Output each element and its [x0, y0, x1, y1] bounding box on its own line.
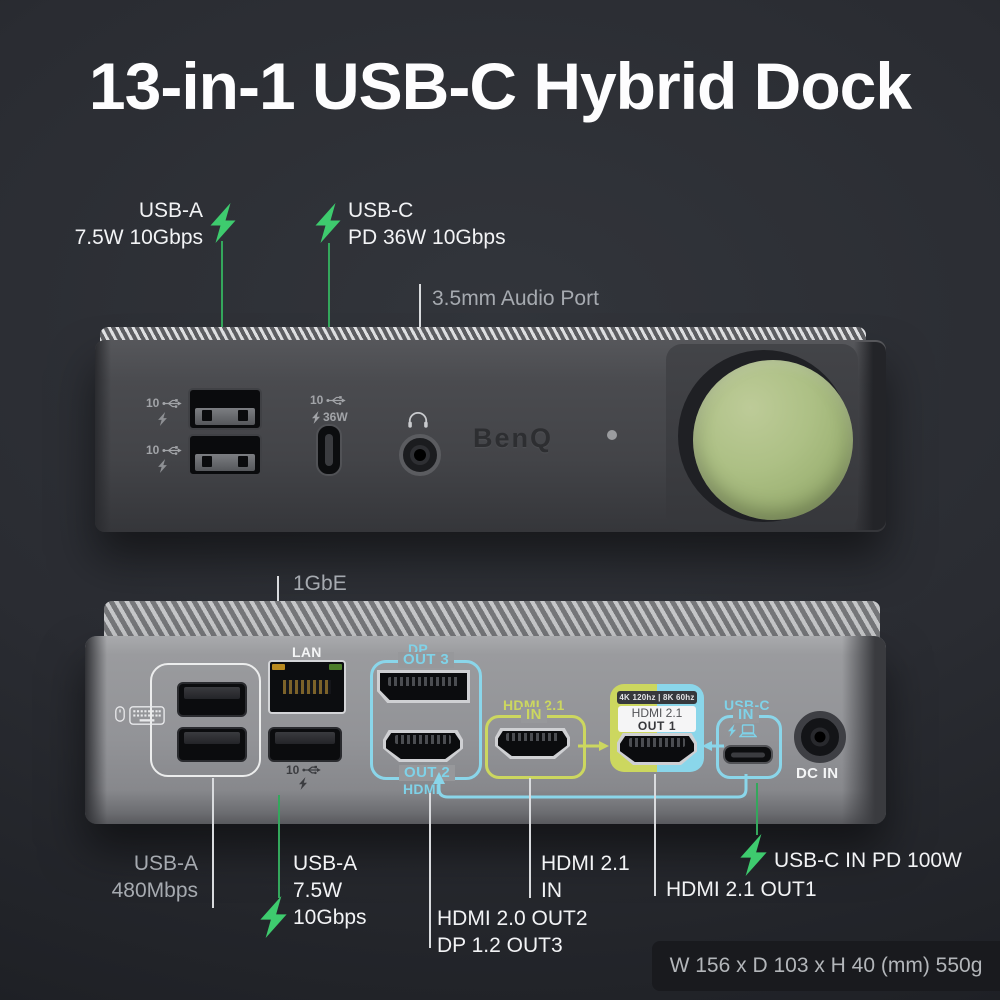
lightning-bolt-icon — [299, 777, 307, 790]
audio-jack-port — [399, 434, 441, 476]
out1-resolution-badge: 4K 120hz | 8K 60hz — [617, 691, 697, 704]
front-usbc-power-marking: 36W — [312, 410, 348, 424]
front-usba2-marking: 10 — [146, 443, 183, 457]
lightning-bolt-icon — [312, 410, 320, 424]
front-usb-a-port-2 — [188, 434, 262, 476]
callout-front-usba-line1: USB-A — [138, 199, 203, 222]
front-heatsink-fins — [100, 327, 866, 343]
callout-front-usbc-line1: USB-C — [348, 199, 414, 222]
out1-label-line1: HDMI 2.1 — [631, 706, 683, 720]
front-right-edge — [854, 342, 886, 530]
callout-outs: HDMI 2.0 OUT2 DP 1.2 OUT3 — [437, 907, 588, 957]
dimensions-badge: W 156 x D 103 x H 40 (mm) 550g — [652, 941, 1000, 991]
laptop-icon — [739, 724, 757, 738]
lightning-bolt-icon — [728, 724, 736, 737]
lan-led-green — [329, 664, 342, 670]
rear-usb-a-10g-port — [268, 727, 342, 762]
callout-out1: HDMI 2.1 OUT1 — [666, 878, 817, 901]
dp-out3-port — [377, 670, 470, 703]
front-left-edge — [95, 340, 111, 532]
lightning-bolt-icon — [158, 459, 167, 473]
callout-front-usba: USB-A 7.5W 10Gbps — [68, 197, 203, 251]
rear-usba-10g-marking: 10 — [286, 763, 322, 777]
lightning-bolt-icon — [740, 834, 767, 876]
callout-1gbe: 1GbE — [293, 572, 347, 595]
out1-label-line2: OUT 1 — [637, 719, 677, 733]
keyboard-icon — [129, 706, 165, 725]
mouse-icon — [115, 706, 125, 722]
out3-tag: OUT 3 — [398, 652, 455, 668]
hdmi-in-port — [495, 728, 570, 759]
rear-usb-a-port-2 — [177, 727, 247, 762]
leader-line-front-usba — [221, 241, 223, 391]
rear-right-edge — [842, 636, 886, 824]
rear-left-edge — [85, 636, 107, 824]
leader-line-usbc-pd — [756, 783, 758, 835]
dcin-label: DC IN — [796, 765, 839, 782]
callout-front-usbc: USB-C PD 36W 10Gbps — [348, 197, 506, 251]
leader-line-usba75 — [278, 795, 280, 898]
usb-trident-icon — [162, 445, 183, 455]
headphones-icon — [408, 412, 428, 428]
front-usb-c-port — [316, 424, 342, 476]
front-usba1-marking: 10 — [146, 396, 183, 410]
hdmi-in-label: HDMI 2.1 — [503, 697, 565, 713]
rear-usb-c-port — [723, 745, 773, 764]
brand-logo: BenQ — [473, 423, 554, 453]
callout-audio: 3.5mm Audio Port — [432, 287, 599, 310]
leader-line-hdmi-in — [529, 778, 531, 898]
usb-trident-icon — [326, 395, 347, 405]
callout-usba-75: USB-A 7.5W 10Gbps — [293, 852, 367, 929]
arrow-in-to-out1 — [578, 741, 609, 751]
lightning-bolt-icon — [260, 896, 287, 938]
usbc-to-out2-connector — [433, 772, 748, 799]
callout-front-usba-line2: 7.5W 10Gbps — [74, 226, 203, 249]
lan-port — [268, 660, 346, 714]
leader-line-out1 — [654, 774, 656, 896]
volume-knob — [693, 360, 853, 520]
rear-usb-a-port-1 — [177, 682, 247, 717]
callout-usbc-pd: USB-C IN PD 100W — [774, 849, 962, 872]
rear-heatsink-fins — [104, 601, 880, 638]
out1-label-box: HDMI 2.1 OUT 1 — [618, 706, 696, 732]
callout-front-usbc-line2: PD 36W 10Gbps — [348, 226, 506, 249]
dc-in-port — [794, 711, 846, 763]
lan-led-orange — [272, 664, 285, 670]
lightning-bolt-icon — [210, 203, 236, 243]
status-led — [607, 430, 617, 440]
front-usb-a-port-1 — [188, 388, 262, 430]
usb-trident-icon — [162, 398, 183, 408]
usb-trident-icon — [302, 765, 322, 775]
lan-label: LAN — [292, 644, 322, 660]
callout-usba-480: USB-A 480Mbps — [111, 852, 198, 902]
leader-line-front-usbc — [328, 243, 330, 395]
usbc-in-tag: IN — [733, 707, 759, 723]
leader-line-usba480 — [212, 778, 214, 908]
hdmi-out2-port — [383, 730, 463, 762]
page-title: 13-in-1 USB-C Hybrid Dock — [88, 49, 912, 123]
lightning-bolt-icon — [315, 203, 341, 243]
front-usbc-marking: 10 — [310, 393, 347, 407]
hdmi-in-tag: IN — [521, 707, 547, 723]
leader-line-outs — [429, 793, 431, 948]
lightning-bolt-icon — [158, 412, 167, 426]
hdmi-out1-port — [617, 733, 697, 765]
callout-hdmi-in: HDMI 2.1 IN — [541, 852, 630, 902]
